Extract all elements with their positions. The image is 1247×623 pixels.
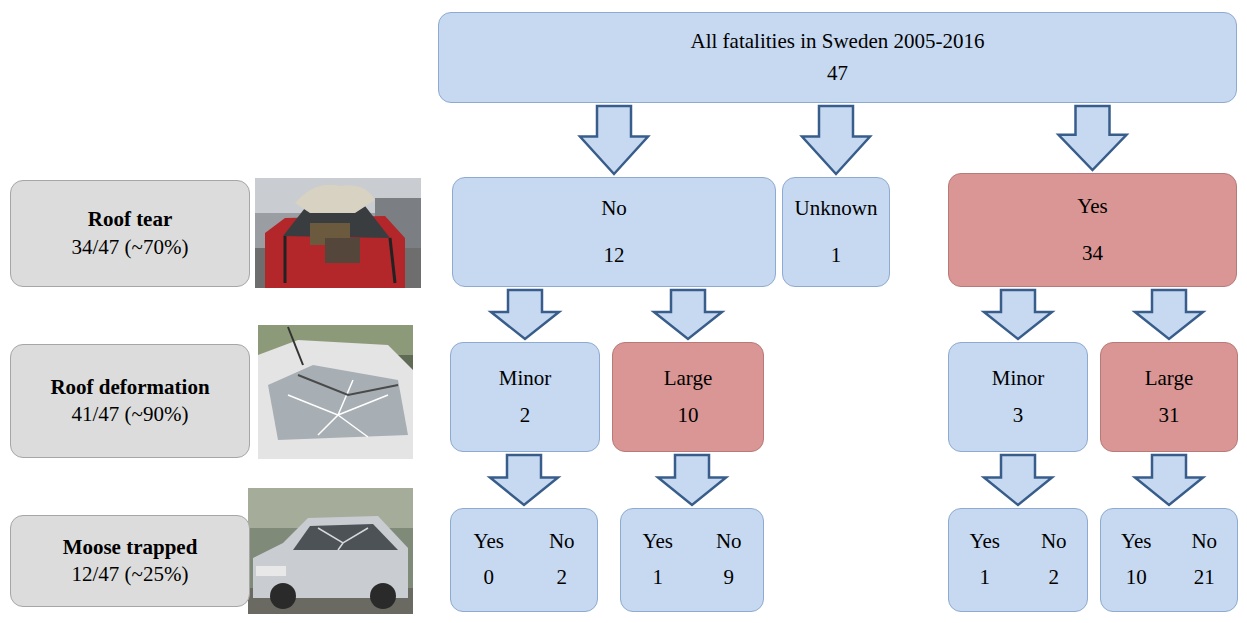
category-count: No 9 [716,524,742,595]
category-count: No 2 [549,524,575,595]
category-box: Yes 0 No 2 [450,508,598,612]
category-box: No 12 [452,177,776,287]
category-box: Yes 1 No 9 [620,508,764,612]
root-box: All fatalities in Sweden 2005-201647 [438,12,1237,103]
category-count: Yes 34 [1077,183,1108,278]
category-box: Yes 1 No 2 [948,508,1088,612]
block-arrow [580,106,648,174]
block-arrow [491,290,559,339]
category-count: No 12 [601,185,627,280]
category-count: Large 31 [1145,360,1194,434]
block-arrow [658,455,726,505]
block-arrow [490,455,558,505]
category-box: Yes 10 No 21 [1100,508,1238,612]
category-count: No 2 [1041,524,1067,595]
category-count: Minor 2 [499,360,552,434]
category-box: Large 10 [612,342,764,452]
criterion-name: Roof tear [88,206,173,233]
category-count: Yes 10 [1121,524,1152,595]
category-count: Yes 0 [473,524,504,595]
category-box: Large 31 [1100,342,1238,452]
category-count: Yes 1 [642,524,673,595]
criterion-share: 41/47 (~90%) [72,401,189,428]
root-count: 47 [827,58,848,90]
block-arrow [984,290,1052,339]
block-arrow [654,290,722,339]
criterion-name: Roof deformation [50,374,209,401]
block-arrow [1135,290,1203,339]
category-count: Minor 3 [992,360,1045,434]
car-photo [255,178,421,288]
category-box: Yes 34 [948,173,1237,287]
criterion-share: 34/47 (~70%) [72,234,189,261]
root-title: All fatalities in Sweden 2005-2016 [691,26,985,58]
criterion-box: Roof tear34/47 (~70%) [10,180,250,287]
car-photo [258,325,413,459]
block-arrow [984,455,1052,505]
block-arrow [1059,106,1127,170]
criterion-name: Moose trapped [63,534,198,561]
category-count: No 21 [1191,524,1217,595]
category-box: Minor 3 [948,342,1088,452]
block-arrow [1135,455,1203,505]
block-arrow [802,106,870,174]
category-count: Large 10 [664,360,713,434]
category-box: Unknown 1 [782,177,890,287]
car-photo [248,488,413,614]
criterion-box: Roof deformation41/47 (~90%) [10,344,250,458]
category-count: Unknown 1 [795,185,878,280]
category-box: Minor 2 [450,342,600,452]
criterion-share: 12/47 (~25%) [72,561,189,588]
criterion-box: Moose trapped12/47 (~25%) [10,515,250,607]
category-count: Yes 1 [969,524,1000,595]
